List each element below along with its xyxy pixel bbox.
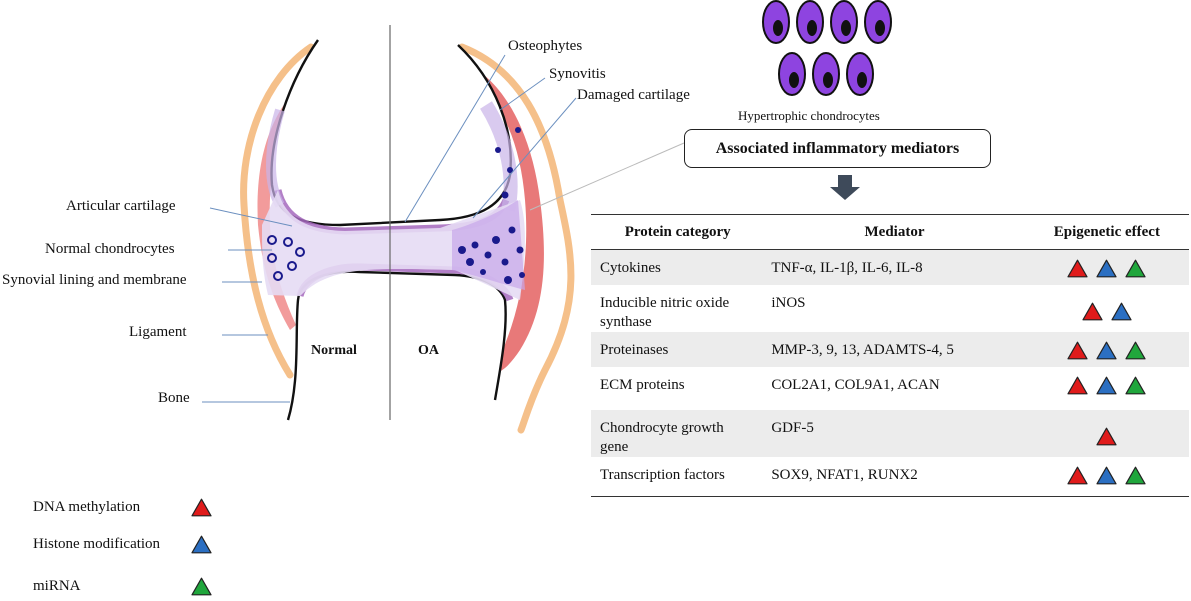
leader-lines <box>202 54 685 403</box>
label-damaged-cartilage: Damaged cartilage <box>577 87 690 103</box>
dna-methylation-icon <box>1082 302 1103 320</box>
joint-space <box>262 190 525 300</box>
upper-bone <box>270 39 512 227</box>
label-ligament: Ligament <box>129 324 187 340</box>
dna-methylation-icon <box>1067 341 1088 359</box>
cell-mediator: GDF-5 <box>764 409 1025 457</box>
mirna-icon <box>1125 341 1146 359</box>
cell-effects <box>1024 331 1189 367</box>
header-protein-category: Protein category <box>591 214 765 250</box>
legend-item: Histone modification <box>33 535 212 554</box>
label-normal: Normal <box>311 343 357 358</box>
bone-outline <box>240 43 575 434</box>
cell-mediator: iNOS <box>771 294 806 311</box>
mirna-icon <box>1125 259 1146 278</box>
label-normal-chondrocytes: Normal chondrocytes <box>45 241 175 257</box>
cell-effects <box>1024 409 1189 457</box>
label-articular-cartilage: Articular cartilage <box>66 198 176 214</box>
legend-label: miRNA <box>33 578 81 594</box>
cell-mediator: SOX9, NFAT1, RUNX2 <box>764 456 1025 497</box>
lower-bone <box>286 270 507 421</box>
dna-methylation-icon <box>1067 376 1088 394</box>
normal-chondrocytes <box>267 235 305 281</box>
mediator-table: Protein category Mediator Epigenetic eff… <box>591 214 1189 497</box>
hypertrophic-chondrocytes <box>762 0 892 96</box>
label-osteophytes: Osteophytes <box>508 38 583 54</box>
histone-modification-icon <box>1096 259 1117 278</box>
label-synovial-lining: Synovial lining and membrane <box>2 272 187 288</box>
mirna-icon <box>1125 376 1146 394</box>
cell-mediator: TNF-α, IL-1β, IL-6, IL-8 <box>764 249 1025 285</box>
cell-effects <box>1025 367 1189 410</box>
header-mediator: Mediator <box>764 214 1025 250</box>
cell-category: Proteinases <box>591 331 765 367</box>
cell-category: Cytokines <box>591 249 765 285</box>
cell-effects <box>1025 285 1189 332</box>
cell-category: Transcription factors <box>591 456 765 497</box>
dna-methylation-icon <box>1067 466 1088 484</box>
dna-methylation-icon <box>1096 427 1117 445</box>
dna-methylation-icon <box>191 498 212 517</box>
histone-modification-icon <box>1096 466 1117 484</box>
dna-methylation-icon <box>1067 259 1088 278</box>
table-row: ECM proteins COL2A1, COL9A1, ACAN <box>591 367 1189 410</box>
mirna-icon <box>191 577 212 596</box>
cell-category: ECM proteins <box>600 376 685 393</box>
label-synovitis: Synovitis <box>549 66 606 82</box>
cell-mediator: COL2A1, COL9A1, ACAN <box>771 376 940 393</box>
table-header-row: Protein category Mediator Epigenetic eff… <box>591 214 1189 250</box>
mirna-icon <box>1125 466 1146 484</box>
label-bone: Bone <box>158 390 190 406</box>
legend-label: DNA methylation <box>33 499 141 515</box>
histone-modification-icon <box>1111 302 1132 320</box>
histone-modification-icon <box>1096 341 1117 359</box>
cell-effects <box>1024 456 1189 497</box>
histone-modification-icon <box>1096 376 1117 394</box>
legend-item: DNA methylation <box>33 498 212 517</box>
label-oa: OA <box>418 343 439 358</box>
hypertrophic-label: Hypertrophic chondrocytes <box>738 108 880 123</box>
legend-item: miRNA <box>33 577 212 596</box>
mediators-box: Associated inflammatory mediators <box>684 129 991 168</box>
down-arrow-icon <box>830 175 860 200</box>
header-epigenetic-effect: Epigenetic effect <box>1024 214 1189 250</box>
legend-label: Histone modification <box>33 536 161 552</box>
cell-effects <box>1024 249 1189 285</box>
oa-chondrocytes <box>458 127 525 284</box>
cell-mediator: MMP-3, 9, 13, ADAMTS-4, 5 <box>764 331 1025 367</box>
histone-modification-icon <box>191 535 212 554</box>
